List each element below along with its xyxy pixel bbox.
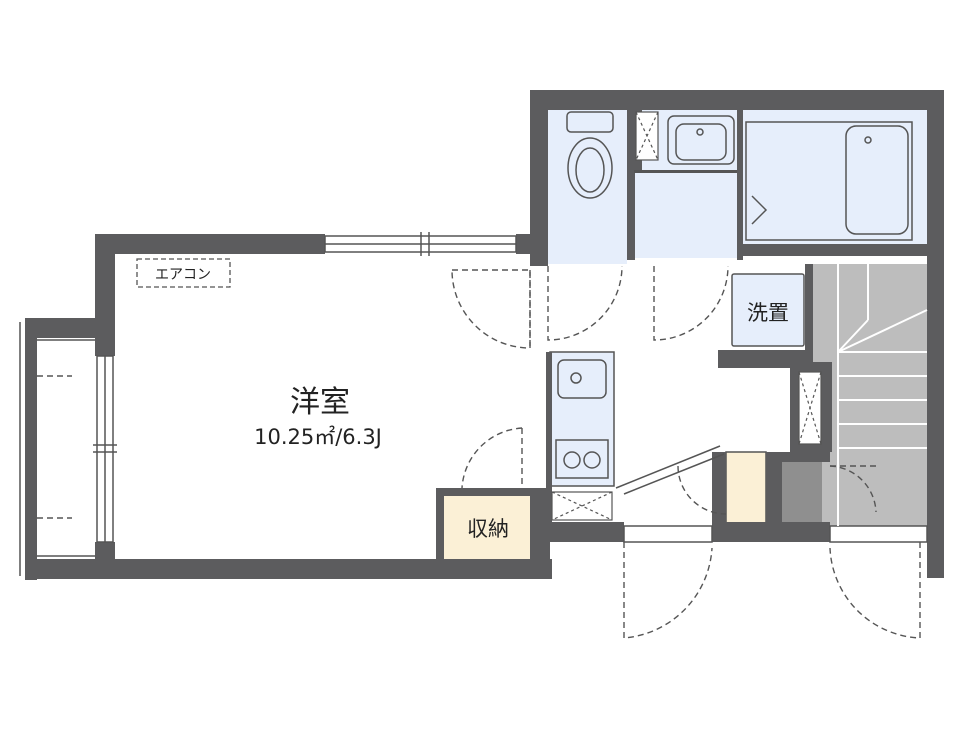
washer-label: 洗置 xyxy=(747,301,789,325)
kitchen-sink-icon xyxy=(557,359,607,399)
washer-space xyxy=(731,273,805,347)
room-area-label: 10.25㎡/6.3J xyxy=(254,425,382,449)
room-name-label: 洋室 xyxy=(290,385,350,420)
storage-floor xyxy=(444,496,530,559)
windows xyxy=(93,232,928,543)
cabinets xyxy=(551,111,822,521)
stairs xyxy=(837,264,928,526)
stair-landing-dark xyxy=(782,462,822,524)
toilet-icon xyxy=(566,111,614,199)
stove-icon xyxy=(555,439,609,479)
balcony xyxy=(19,322,95,576)
bathtub-icon xyxy=(745,121,913,241)
bottom-door-opening-right xyxy=(829,525,928,543)
bottom-door-opening-left xyxy=(623,525,713,543)
storage-label: 収納 xyxy=(467,517,509,541)
shoe-box xyxy=(725,451,767,525)
aircon-label: エアコン xyxy=(155,267,211,283)
entrance-step xyxy=(615,445,725,495)
washbasin-icon xyxy=(667,115,735,165)
door-swings xyxy=(451,265,921,639)
aircon-marker xyxy=(136,258,231,288)
